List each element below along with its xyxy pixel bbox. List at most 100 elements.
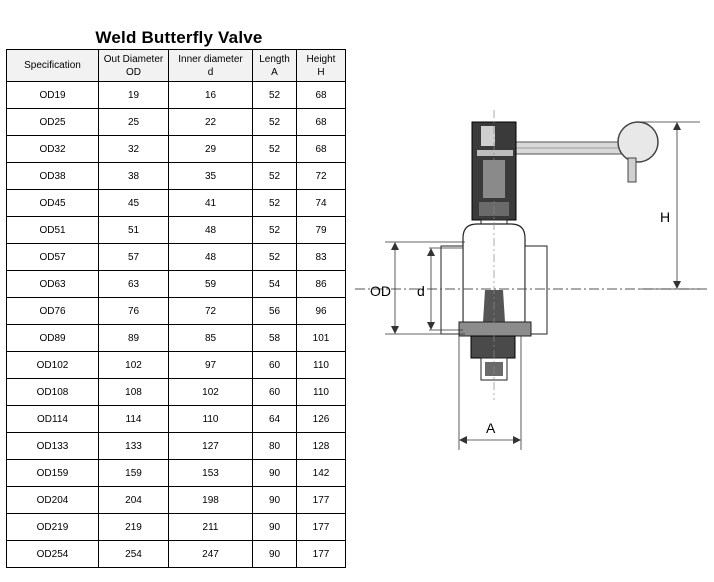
cell-height: 68 — [296, 135, 346, 163]
cell-height: 128 — [296, 432, 346, 460]
valve-body — [440, 223, 548, 381]
cell-specification: OD89 — [6, 324, 99, 352]
cell-length: 52 — [252, 216, 297, 244]
cell-inner-diameter: 102 — [168, 378, 253, 406]
valve-diagram: H OD d A — [355, 110, 710, 450]
cell-height: 68 — [296, 108, 346, 136]
cell-specification: OD32 — [6, 135, 99, 163]
cell-specification: OD114 — [6, 405, 99, 433]
cell-length: 60 — [252, 378, 297, 406]
od-dimension — [385, 241, 465, 335]
cell-length: 90 — [252, 513, 297, 541]
cell-length: 56 — [252, 297, 297, 325]
cell-out-diameter: 51 — [98, 216, 169, 244]
cell-height: 83 — [296, 243, 346, 271]
cell-height: 177 — [296, 486, 346, 514]
cell-out-diameter: 204 — [98, 486, 169, 514]
cell-out-diameter: 25 — [98, 108, 169, 136]
cell-out-diameter: 57 — [98, 243, 169, 271]
d-label: d — [417, 283, 425, 299]
cell-inner-diameter: 35 — [168, 162, 253, 190]
cell-length: 80 — [252, 432, 297, 460]
cell-inner-diameter: 41 — [168, 189, 253, 217]
header-specification: Specification — [6, 49, 99, 82]
cell-out-diameter: 63 — [98, 270, 169, 298]
cell-inner-diameter: 127 — [168, 432, 253, 460]
cell-specification: OD45 — [6, 189, 99, 217]
cell-inner-diameter: 22 — [168, 108, 253, 136]
cell-inner-diameter: 16 — [168, 81, 253, 109]
cell-specification: OD76 — [6, 297, 99, 325]
cell-length: 52 — [252, 81, 297, 109]
cell-inner-diameter: 97 — [168, 351, 253, 379]
cell-height: 96 — [296, 297, 346, 325]
cell-specification: OD63 — [6, 270, 99, 298]
cell-length: 90 — [252, 540, 297, 568]
cell-specification: OD159 — [6, 459, 99, 487]
cell-inner-diameter: 59 — [168, 270, 253, 298]
cell-out-diameter: 114 — [98, 405, 169, 433]
cell-out-diameter: 159 — [98, 459, 169, 487]
cell-inner-diameter: 29 — [168, 135, 253, 163]
cell-out-diameter: 89 — [98, 324, 169, 352]
cell-length: 54 — [252, 270, 297, 298]
cell-inner-diameter: 85 — [168, 324, 253, 352]
cell-height: 110 — [296, 378, 346, 406]
cell-height: 79 — [296, 216, 346, 244]
cell-inner-diameter: 247 — [168, 540, 253, 568]
cell-specification: OD19 — [6, 81, 99, 109]
cell-inner-diameter: 48 — [168, 243, 253, 271]
cell-inner-diameter: 211 — [168, 513, 253, 541]
h-label: H — [660, 209, 670, 225]
cell-inner-diameter: 153 — [168, 459, 253, 487]
cell-height: 110 — [296, 351, 346, 379]
cell-height: 101 — [296, 324, 346, 352]
cell-out-diameter: 38 — [98, 162, 169, 190]
cell-specification: OD133 — [6, 432, 99, 460]
cell-specification: OD204 — [6, 486, 99, 514]
cell-length: 52 — [252, 135, 297, 163]
cell-specification: OD25 — [6, 108, 99, 136]
cell-specification: OD38 — [6, 162, 99, 190]
cell-height: 68 — [296, 81, 346, 109]
cell-inner-diameter: 198 — [168, 486, 253, 514]
cell-length: 52 — [252, 189, 297, 217]
cell-out-diameter: 102 — [98, 351, 169, 379]
cell-length: 64 — [252, 405, 297, 433]
od-label: OD — [370, 283, 391, 299]
cell-specification: OD254 — [6, 540, 99, 568]
cell-specification: OD108 — [6, 378, 99, 406]
handle — [494, 121, 659, 183]
cell-inner-diameter: 110 — [168, 405, 253, 433]
cell-length: 90 — [252, 486, 297, 514]
cell-length: 58 — [252, 324, 297, 352]
cell-out-diameter: 219 — [98, 513, 169, 541]
cell-length: 60 — [252, 351, 297, 379]
cell-specification: OD219 — [6, 513, 99, 541]
cell-height: 72 — [296, 162, 346, 190]
cell-length: 52 — [252, 162, 297, 190]
cell-length: 90 — [252, 459, 297, 487]
cell-specification: OD102 — [6, 351, 99, 379]
cell-height: 74 — [296, 189, 346, 217]
cell-out-diameter: 45 — [98, 189, 169, 217]
